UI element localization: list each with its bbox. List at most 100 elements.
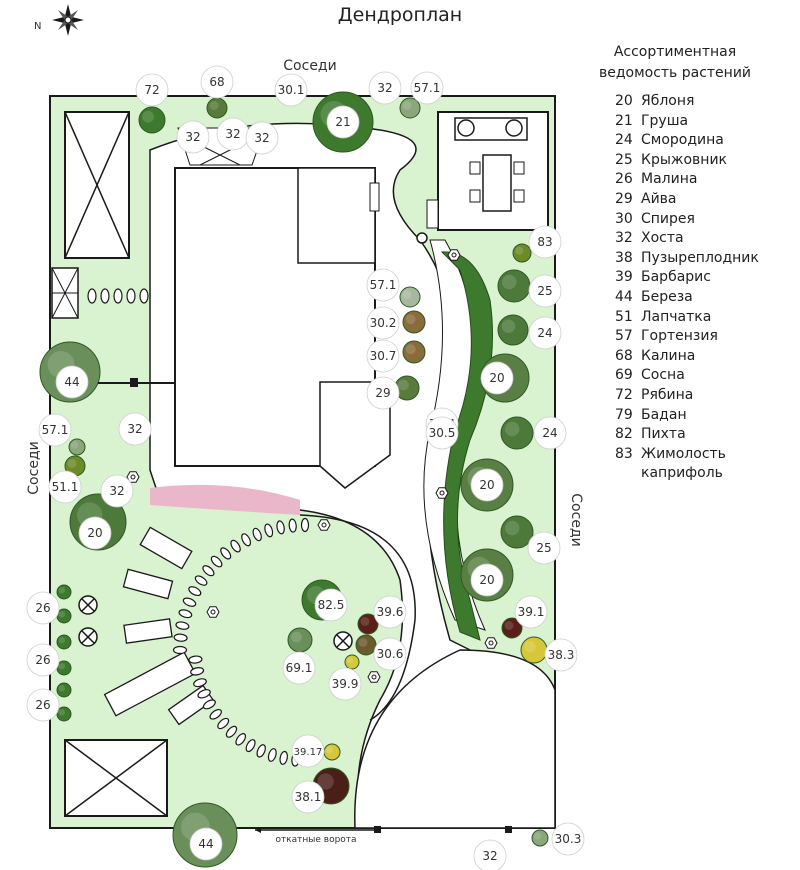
chair-icon: [505, 119, 523, 137]
stepping-stone: [202, 565, 215, 577]
legend-item-name: Береза: [641, 288, 693, 305]
legend-item-number: 38: [615, 249, 633, 266]
legend-item-name: Крыжовник: [641, 151, 728, 168]
plant-marker-label: 51.1: [52, 480, 79, 494]
plant-marker-label: 38.1: [295, 790, 322, 804]
stepping-stone: [288, 518, 297, 533]
stepping-stone: [87, 288, 97, 304]
legend-item-name: Лапчатка: [641, 308, 712, 325]
legend-item-name: Груша: [641, 112, 689, 129]
plant-marker: 32: [118, 412, 152, 446]
stepping-stone: [100, 288, 110, 304]
plant-marker: 51.1: [48, 470, 82, 504]
house-steps: [369, 182, 380, 212]
stepping-stone: [173, 633, 188, 642]
gate-post: [505, 826, 512, 833]
tree-icon: [68, 438, 86, 456]
plant-marker-label: 26: [35, 653, 50, 667]
flower-icon: [206, 606, 220, 618]
legend-item-name: Хоста: [641, 230, 684, 247]
stepping-stone: [197, 689, 211, 699]
plant-marker-label: 32: [254, 131, 269, 145]
neighbors-top: Соседи: [283, 58, 336, 74]
plant-marker: 24: [533, 416, 567, 450]
legend-item-number: 25: [615, 151, 633, 168]
plant-marker-label: 20: [479, 573, 494, 587]
plant-marker: 25: [527, 531, 561, 565]
tree-icon: [206, 97, 228, 119]
plant-marker: 38.1: [291, 780, 325, 814]
flower-icon: [367, 671, 381, 683]
house-wing: [297, 167, 376, 264]
plant-marker: 39.9: [328, 667, 362, 701]
plant-marker: 57.1: [38, 413, 72, 447]
legend-item: 29 Айва: [615, 190, 790, 210]
legend-item: каприфоль: [615, 464, 790, 484]
plant-marker-label: 30.7: [370, 349, 397, 363]
plant-marker: 32: [368, 71, 402, 105]
legend-item-number: 72: [615, 386, 633, 403]
stepping-stone: [194, 575, 208, 586]
plant-marker-label: 32: [109, 484, 124, 498]
plant-marker: 30.1: [274, 73, 308, 107]
stepping-stone: [202, 699, 216, 710]
plant-marker-label: 25: [536, 541, 551, 555]
tree-icon: [56, 660, 72, 676]
plant-marker-label: 32: [185, 130, 200, 144]
tree-icon: [56, 706, 72, 722]
stepping-stone: [276, 520, 285, 535]
stepping-stone: [193, 678, 207, 688]
plant-marker: 25: [528, 274, 562, 308]
young-tree-icon: [78, 595, 98, 615]
plant-marker-label: 39.6: [377, 605, 404, 619]
stepping-stone: [188, 586, 202, 597]
tree-icon: [355, 634, 377, 656]
plant-marker-label: 57.1: [42, 423, 69, 437]
tree-icon: [56, 634, 72, 650]
flower-icon: [484, 637, 498, 649]
tree-icon: [497, 314, 529, 346]
legend-item-name: Смородина: [641, 132, 724, 149]
legend-item-number: 29: [615, 190, 633, 207]
plant-marker-label: 20: [479, 478, 494, 492]
plant-marker-label: 44: [198, 837, 213, 851]
legend-item-number: 57: [615, 328, 633, 345]
legend-item-name: Пузыреплодник: [641, 249, 759, 266]
plant-marker: 20: [78, 516, 112, 550]
legend-item-number: 83: [615, 445, 633, 462]
legend-item-name: Спирея: [641, 210, 695, 227]
plant-marker-label: 26: [35, 601, 50, 615]
stepping-stone: [172, 645, 188, 655]
stepping-stone: [175, 621, 190, 630]
plant-marker: 32: [176, 120, 210, 154]
plant-marker: 72: [135, 73, 169, 107]
legend-item-number: 44: [615, 288, 633, 305]
stepping-stone: [225, 725, 238, 738]
stepping-stone: [126, 288, 136, 304]
plant-marker: 82.5: [314, 588, 348, 622]
stepping-stone: [188, 655, 203, 664]
legend-item-name: Айва: [641, 190, 677, 207]
legend-item: 25 Крыжовник: [615, 151, 790, 171]
stepping-stone: [264, 523, 274, 538]
plant-marker-label: 30.2: [370, 316, 397, 330]
plant-marker: 20: [470, 563, 504, 597]
tree-icon: [531, 829, 549, 847]
chair-icon: [513, 161, 525, 175]
plant-marker: 69.1: [282, 651, 316, 685]
plant-marker: 26: [26, 643, 60, 677]
legend-title: Ассортиментная ведомость растений: [598, 44, 752, 81]
plant-marker-label: 57.1: [370, 278, 397, 292]
tree-icon: [402, 340, 426, 364]
parking-circle: [354, 649, 556, 829]
